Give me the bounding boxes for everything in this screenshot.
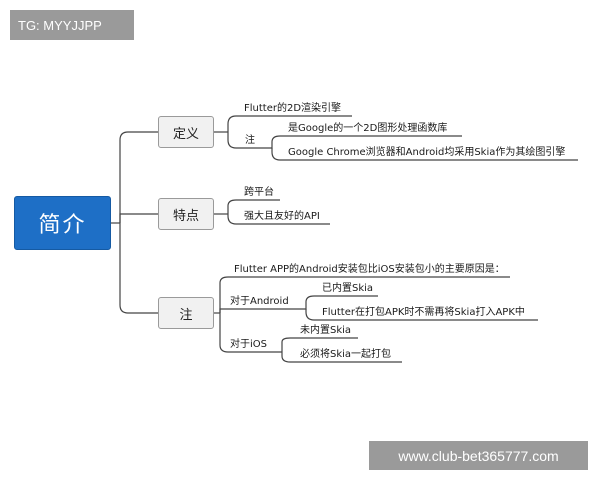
leaf-for-ios: 对于iOS: [230, 339, 267, 350]
leaf-note-google: 是Google的一个2D图形处理函数库: [288, 123, 448, 134]
leaf-ios-must-pack: 必须将Skia一起打包: [300, 349, 392, 360]
leaf-main-reason: Flutter APP的Android安装包比iOS安装包小的主要原因是：: [234, 264, 505, 275]
connector-features-api: [227, 214, 330, 225]
connector-definition-engine: [227, 115, 352, 132]
connector-note-reason: [219, 276, 510, 313]
leaf-definition-note: 注: [245, 135, 255, 146]
connector-definition-note: [227, 132, 262, 149]
connector-root-note: [119, 223, 158, 314]
connector-root-definition: [119, 131, 158, 223]
connector-note-android: [219, 308, 294, 313]
connector-root-features: [119, 213, 158, 223]
connector-features-cross: [227, 199, 280, 214]
root-node: 简介: [14, 196, 111, 250]
leaf-flutter-engine: Flutter的2D渲染引擎: [244, 103, 342, 114]
leaf-friendly-api: 强大且友好的API: [244, 211, 320, 222]
connector-note-chrome: [271, 148, 578, 161]
connector-android-builtin: [294, 295, 378, 310]
connector-ios-mustpack: [281, 352, 402, 363]
leaf-ios-not-builtin: 未内置Skia: [300, 325, 352, 336]
leaf-cross-platform: 跨平台: [244, 187, 274, 198]
connector-note-ios: [219, 313, 282, 353]
watermark-top: TG: MYYJJPP: [10, 10, 134, 40]
leaf-note-chrome: Google Chrome浏览器和Android均采用Skia作为其绘图引擎: [288, 147, 566, 158]
leaf-for-android: 对于Android: [230, 296, 289, 307]
connector-android-nopack: [305, 309, 538, 321]
connector-ios-notbuiltin: [281, 337, 358, 352]
leaf-android-builtin: 已内置Skia: [322, 283, 374, 294]
watermark-bottom: www.club-bet365777.com: [369, 441, 588, 470]
branch-features: 特点: [158, 198, 214, 230]
branch-definition: 定义: [158, 116, 214, 148]
leaf-android-no-pack: Flutter在打包APK时不需再将Skia打入APK中: [322, 307, 525, 318]
connector-note-google: [262, 135, 462, 149]
branch-note: 注: [158, 297, 214, 329]
